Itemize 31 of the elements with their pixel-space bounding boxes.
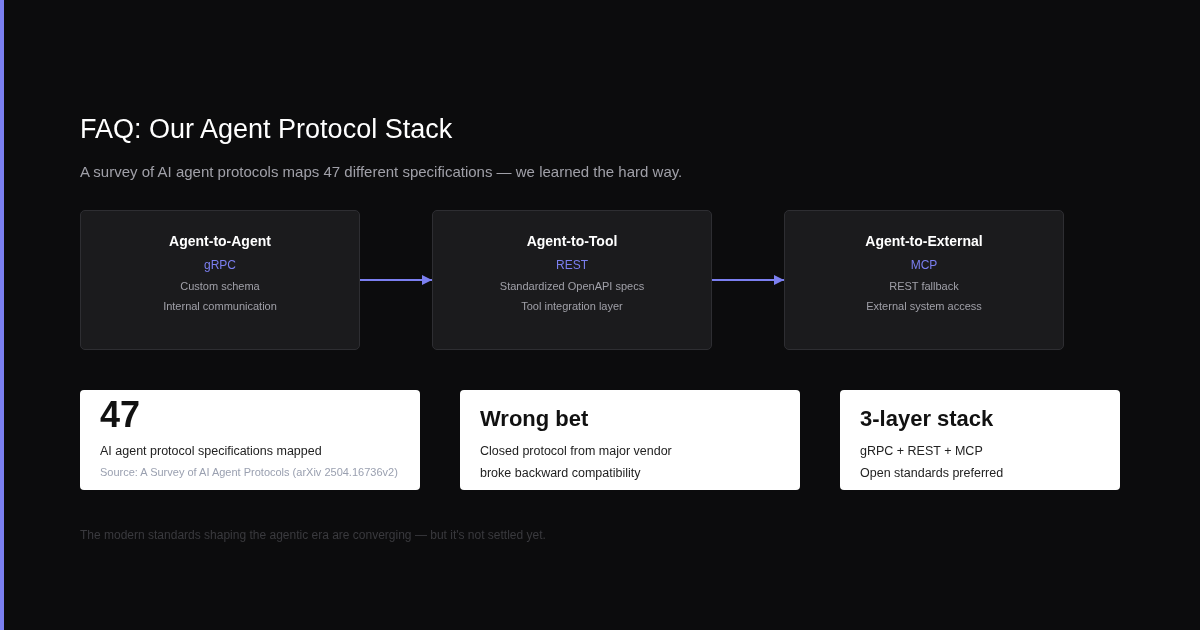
card-heading: Agent-to-Agent: [169, 233, 271, 249]
card-text: gRPC + REST + MCP: [860, 444, 983, 458]
subtitle: A survey of AI agent protocols maps 47 different specifications — we learned the hard way.: [80, 163, 683, 180]
card-text: Internal communication: [163, 300, 277, 312]
protocol-card: [784, 210, 1064, 350]
protocol-name: gRPC: [204, 258, 236, 272]
stat-card: [80, 390, 420, 490]
card-heading: Wrong bet: [480, 406, 589, 432]
card-text: Tool integration layer: [521, 300, 623, 312]
stat-card: [840, 390, 1120, 490]
protocol-name: REST: [556, 258, 588, 272]
protocol-card: [432, 210, 712, 350]
title: FAQ: Our Agent Protocol Stack: [80, 114, 453, 145]
arrow: [711, 275, 785, 285]
card-text: External system access: [866, 300, 982, 312]
card-heading: 3-layer stack: [860, 406, 994, 432]
source-note: Source: A Survey of AI Agent Protocols (arXiv 2504.16736v2): [100, 466, 398, 478]
card-heading: Agent-to-External: [865, 233, 983, 249]
card-text: Standardized OpenAPI specs: [499, 280, 645, 292]
stat-number: 47: [100, 394, 141, 436]
card-text: AI agent protocol specifications mapped: [100, 444, 322, 458]
card-text: Closed protocol from major vendor: [480, 444, 672, 458]
card-heading: Agent-to-Tool: [526, 233, 618, 249]
stat-card: [460, 390, 800, 490]
protocol-name: MCP: [910, 258, 938, 272]
arrow: [359, 275, 433, 285]
card-text: Custom schema: [180, 280, 260, 292]
card-text: broke backward compatibility: [480, 466, 641, 480]
card-text: REST fallback: [889, 280, 959, 292]
protocol-card: [80, 210, 360, 350]
card-text: Open standards preferred: [860, 466, 1004, 480]
